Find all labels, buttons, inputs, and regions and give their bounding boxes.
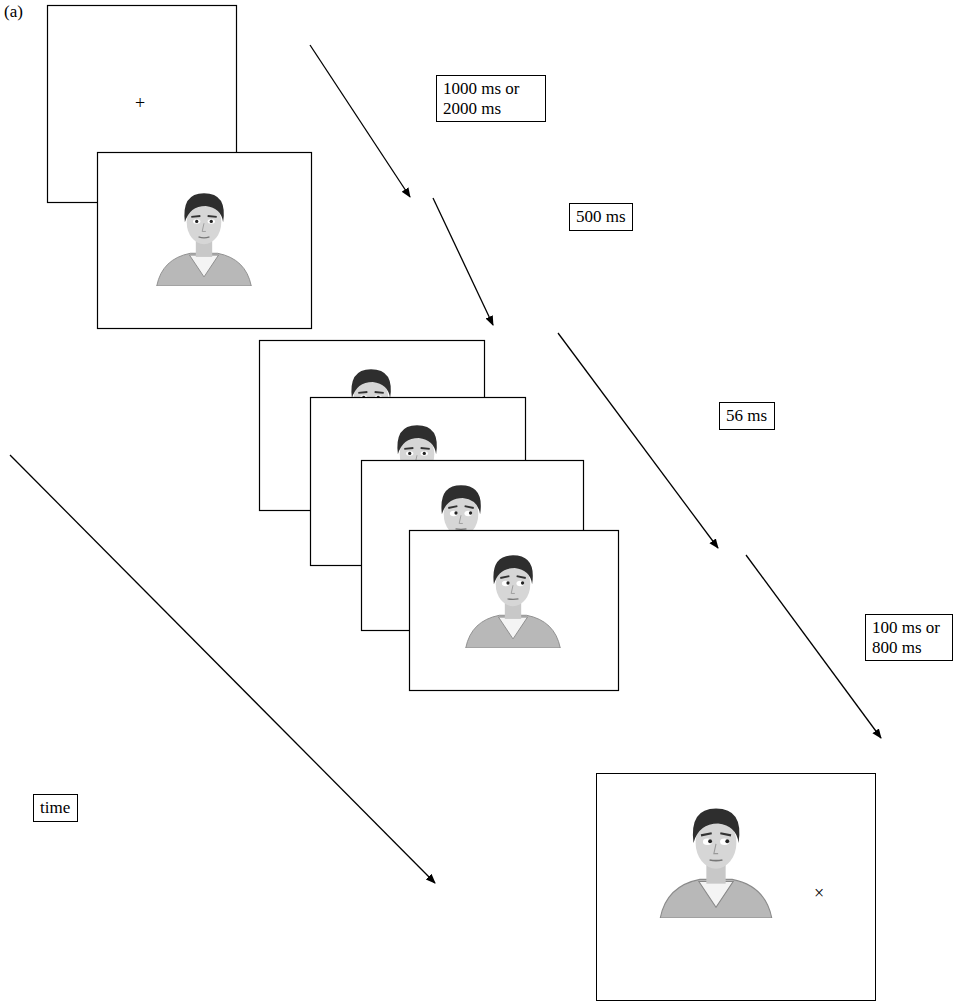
panel-letter: (a) <box>4 2 23 22</box>
duration-label: 100 ms or 800 ms <box>872 618 946 657</box>
time-box: time <box>33 794 78 822</box>
duration-box: 100 ms or 800 ms <box>865 614 953 661</box>
fixation-frame: + <box>47 5 237 203</box>
target-frame: × <box>596 773 876 1001</box>
duration-label: 56 ms <box>726 406 767 426</box>
duration-box: 500 ms <box>569 203 633 231</box>
duration-label: 500 ms <box>576 207 626 227</box>
duration-label: time <box>40 798 70 818</box>
duration-label: 1000 ms or 2000 ms <box>443 79 539 118</box>
screen-symbol: + <box>135 94 145 112</box>
duration-box: 56 ms <box>719 402 775 430</box>
screen-symbol: × <box>814 884 824 902</box>
duration-box: 1000 ms or 2000 ms <box>436 75 546 122</box>
